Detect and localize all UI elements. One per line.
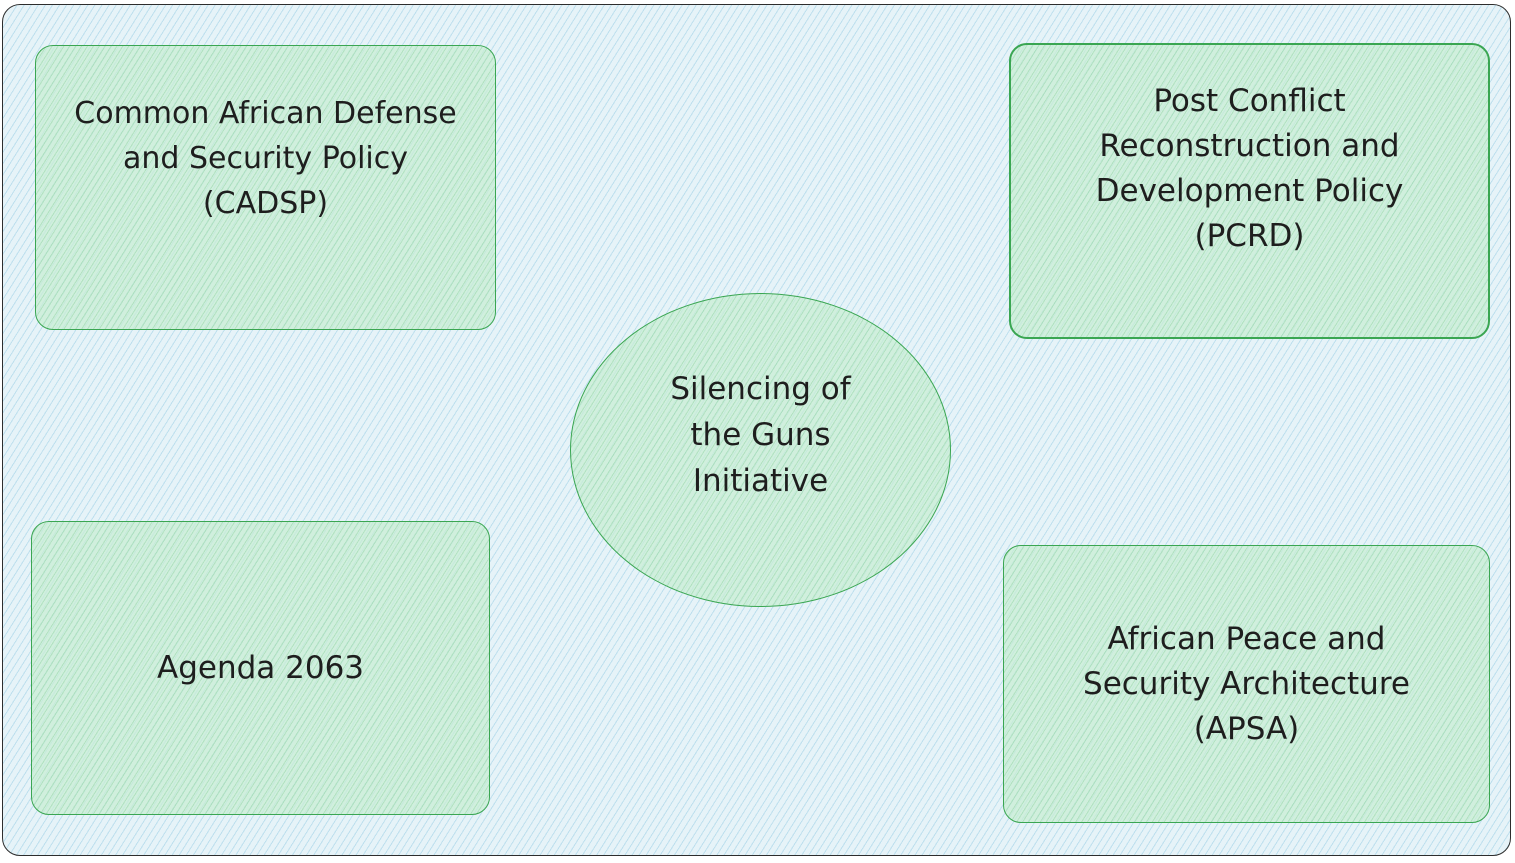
node-apsa-label: African Peace and Security Architecture … xyxy=(1083,620,1410,747)
node-agenda-2063-label: Agenda 2063 xyxy=(156,649,365,686)
node-pcrd-label: Post Conflict Reconstruction and Develop… xyxy=(1095,82,1404,254)
node-cadsp-label: Common African Defense and Security Poli… xyxy=(74,96,457,221)
node-pcrd[interactable]: Post Conflict Reconstruction and Develop… xyxy=(1009,43,1490,339)
node-silencing-the-guns[interactable]: Silencing of the Guns Initiative xyxy=(570,293,951,607)
node-cadsp[interactable]: Common African Defense and Security Poli… xyxy=(35,45,496,330)
node-agenda-2063[interactable]: Agenda 2063 xyxy=(31,521,490,815)
node-apsa[interactable]: African Peace and Security Architecture … xyxy=(1003,545,1490,823)
node-silencing-the-guns-label: Silencing of the Guns Initiative xyxy=(670,371,851,499)
